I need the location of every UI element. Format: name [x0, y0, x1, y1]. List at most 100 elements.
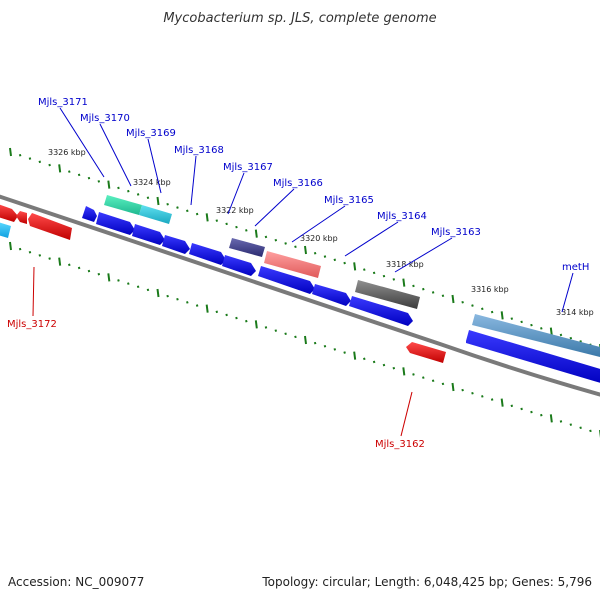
- major-tick: [156, 288, 160, 298]
- gene-arrow[interactable]: [222, 255, 256, 276]
- scale-label-3326: 3326 kbp: [48, 148, 86, 157]
- scale-label-3316: 3316 kbp: [471, 285, 509, 294]
- minor-tick: [215, 310, 219, 314]
- inner-tick-row: [9, 241, 600, 439]
- minor-tick: [136, 285, 140, 289]
- feature-box-cyan[interactable]: [139, 205, 172, 224]
- gene-arrow[interactable]: [96, 212, 135, 235]
- minor-tick: [38, 254, 42, 257]
- minor-tick: [481, 307, 484, 311]
- gene-arrow[interactable]: [0, 204, 18, 222]
- scale-label-3322: 3322 kbp: [216, 206, 254, 215]
- minor-tick: [97, 180, 101, 183]
- minor-tick: [471, 304, 474, 307]
- gene-arrow-reverse[interactable]: [406, 342, 446, 363]
- minor-tick: [559, 333, 563, 337]
- minor-tick: [127, 189, 130, 193]
- gene-arrow[interactable]: [28, 213, 72, 240]
- major-tick: [254, 229, 258, 238]
- gene-label-mjls-3170[interactable]: Mjls_3170: [80, 113, 130, 124]
- major-tick: [58, 257, 62, 266]
- minor-tick: [461, 388, 464, 392]
- forward-genes: [0, 195, 600, 384]
- minor-tick: [186, 209, 189, 213]
- major-tick: [353, 351, 357, 360]
- minor-tick: [540, 413, 543, 417]
- minor-tick: [195, 304, 199, 307]
- gene-arrow[interactable]: [466, 330, 600, 384]
- scale-label-3324: 3324 kbp: [133, 178, 171, 187]
- gene-label-meth[interactable]: metH: [562, 262, 589, 273]
- minor-tick: [333, 348, 337, 351]
- scale-label-3314: 3314 kbp: [556, 308, 594, 317]
- major-tick: [205, 213, 209, 222]
- gene-arrow[interactable]: [312, 284, 351, 306]
- major-tick: [205, 304, 209, 313]
- feature-box-steel[interactable]: [472, 314, 600, 358]
- minor-tick: [412, 373, 415, 376]
- major-tick: [549, 414, 553, 423]
- minor-tick: [215, 219, 219, 222]
- minor-tick: [48, 257, 51, 260]
- gene-label-mjls-3168[interactable]: Mjls_3168: [174, 145, 224, 156]
- minor-tick: [97, 272, 101, 276]
- minor-tick: [136, 193, 140, 196]
- major-tick: [500, 311, 504, 320]
- minor-tick: [490, 398, 494, 401]
- minor-tick: [589, 429, 592, 433]
- minor-tick: [323, 255, 327, 258]
- gene-label-mjls-3162[interactable]: Mjls_3162: [375, 439, 425, 450]
- minor-tick: [431, 379, 435, 383]
- feature-box-teal[interactable]: [104, 195, 142, 215]
- gene-label-mjls-3164[interactable]: Mjls_3164: [377, 211, 427, 222]
- minor-tick: [530, 323, 533, 327]
- feature-box-navy[interactable]: [229, 238, 265, 257]
- feature-box-salmon[interactable]: [264, 251, 321, 278]
- major-tick: [500, 398, 504, 407]
- gene-arrow[interactable]: [349, 296, 413, 326]
- gene-arrow[interactable]: [162, 235, 190, 254]
- major-tick: [402, 278, 406, 287]
- minor-tick: [166, 202, 169, 206]
- gene-label-mjls-3163[interactable]: Mjls_3163: [431, 227, 481, 238]
- minor-tick: [579, 426, 582, 430]
- gene-arrow[interactable]: [82, 206, 97, 222]
- minor-tick: [146, 196, 150, 200]
- minor-tick: [127, 282, 130, 285]
- minor-tick: [313, 341, 317, 345]
- gene-arrow[interactable]: [0, 222, 11, 238]
- gene-label-mjls-3171[interactable]: Mjls_3171: [38, 97, 88, 108]
- minor-tick: [117, 279, 120, 282]
- minor-tick: [294, 335, 297, 339]
- minor-tick: [28, 250, 32, 254]
- scale-label-3318: 3318 kbp: [386, 260, 424, 269]
- minor-tick: [264, 326, 268, 329]
- accession-text: Accession: NC_009077: [8, 575, 144, 589]
- minor-tick: [569, 423, 573, 426]
- minor-tick: [363, 268, 366, 271]
- map-title: Mycobacterium sp. JLS, complete genome: [163, 11, 436, 26]
- minor-tick: [343, 261, 346, 265]
- gene-label-mjls-3166[interactable]: Mjls_3166: [273, 178, 323, 189]
- minor-tick: [186, 301, 189, 304]
- minor-tick: [48, 163, 51, 167]
- gene-arrow[interactable]: [16, 211, 27, 224]
- major-tick: [9, 147, 12, 157]
- gene-arrow[interactable]: [189, 243, 226, 265]
- major-tick: [304, 245, 307, 255]
- gene-label-mjls-3167[interactable]: Mjls_3167: [223, 162, 273, 173]
- gene-label-mjls-3169[interactable]: Mjls_3169: [126, 128, 176, 139]
- minor-tick: [412, 284, 415, 288]
- genome-summary-text: Topology: circular; Length: 6,048,425 bp…: [261, 575, 592, 589]
- minor-tick: [323, 344, 327, 348]
- gene-label-mjls-3165[interactable]: Mjls_3165: [324, 195, 374, 206]
- gene-arrow[interactable]: [258, 266, 315, 294]
- minor-tick: [569, 336, 573, 340]
- minor-tick: [441, 382, 445, 386]
- gene-label-mjls-3172[interactable]: Mjls_3172: [7, 319, 57, 330]
- minor-tick: [176, 297, 179, 301]
- feature-box-gray[interactable]: [355, 280, 420, 309]
- gene-labels: Mjls_3171 Mjls_3170 Mjls_3169 Mjls_3168 …: [7, 97, 589, 450]
- minor-tick: [392, 278, 396, 281]
- gene-arrow[interactable]: [132, 224, 165, 245]
